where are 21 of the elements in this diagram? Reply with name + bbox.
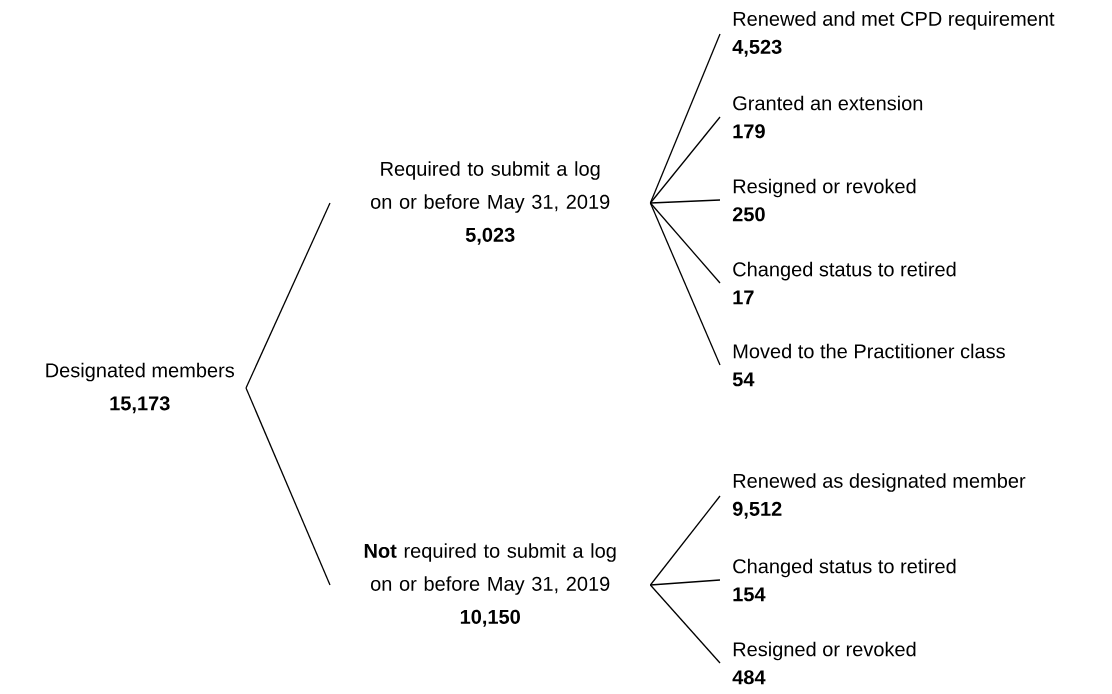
- outcome-label: Moved to the Practitioner class 54: [732, 343, 1005, 387]
- connector-line: [649, 33, 721, 204]
- connector-line: [245, 387, 331, 586]
- connector-line: [649, 584, 721, 664]
- outcome-label: Granted an extension 179: [733, 95, 923, 139]
- connector-line: [245, 202, 331, 389]
- branch-label: Not required to submit a log on or before May 31, 2019 10,150: [364, 543, 616, 627]
- connector-line: [649, 199, 721, 204]
- outcome-label: Changed status to retired 154: [733, 558, 956, 602]
- connector-line: [649, 202, 721, 284]
- root-label: Designated members 15,173: [46, 362, 234, 414]
- outcome-label: Renewed and met CPD requirement 4,523: [732, 11, 1055, 57]
- connector-line: [649, 116, 721, 204]
- outcome-label: Resigned or revoked 250: [732, 178, 916, 222]
- outcome-label: Renewed as designated member 9,512: [732, 473, 1026, 519]
- branch-label: Required to submit a log on or before May 31, 2019 5,023: [371, 161, 610, 245]
- connector-line: [649, 495, 721, 586]
- connector-line: [649, 579, 721, 586]
- connector-line: [649, 202, 721, 366]
- outcome-label: Changed status to retired 17: [733, 261, 956, 305]
- outcome-label: Resigned or revoked 484: [732, 641, 916, 685]
